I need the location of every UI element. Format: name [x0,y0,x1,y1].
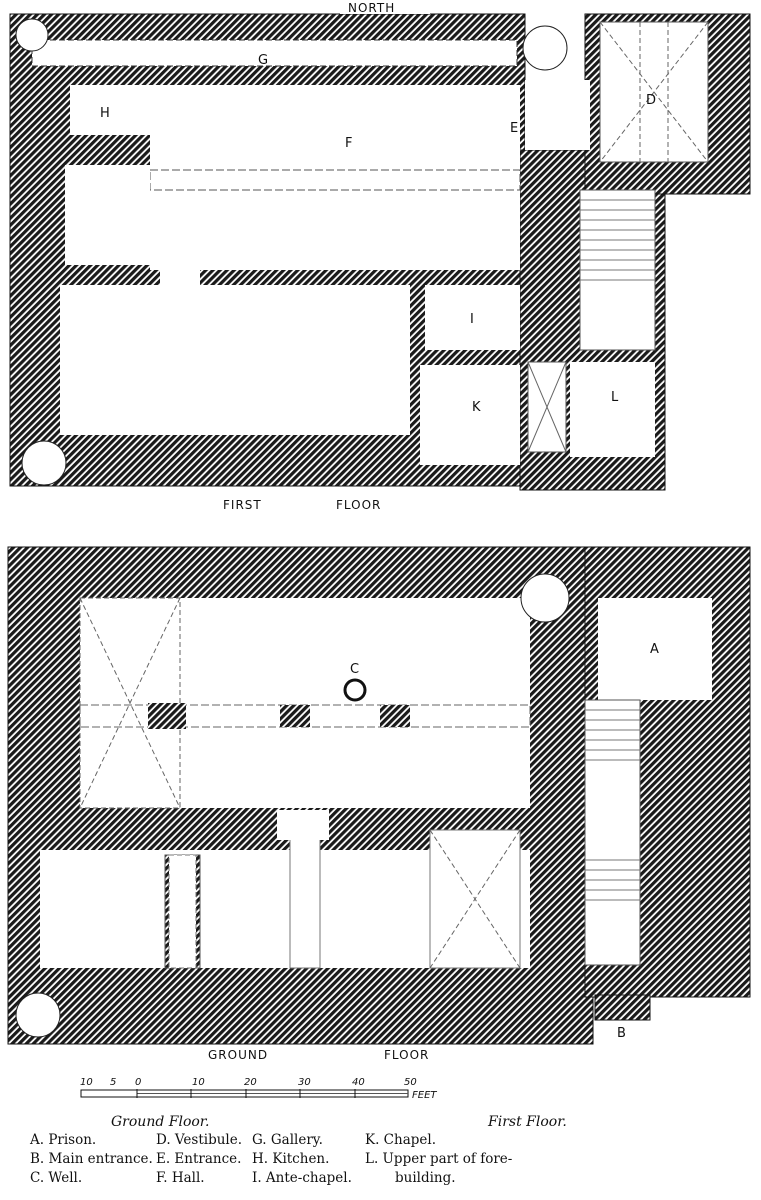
scale-bar: 10 5 0 10 20 30 40 50 FEET [80,1077,437,1101]
ground-caption-left: GROUND [208,1048,268,1062]
room-main [80,598,530,808]
room-ante-chapel [425,285,520,350]
room-kitchen [70,85,150,135]
room-gallery [31,39,518,67]
scale-tick: 10 [192,1077,205,1088]
legend-column-1: A. Prison. B. Main entrance. C. Well. [30,1131,153,1188]
room-lower [60,285,410,435]
ground-floor-plan: A C B GROUND FLOOR [7,546,751,1062]
legend-item: A. Prison. [30,1132,97,1148]
label-b: B [617,1026,626,1041]
first-floor-plan: NORTH G H F E D I K L FIRST FLOOR [9,0,751,512]
scale-unit: FEET [412,1090,437,1101]
scale-tick: 20 [244,1077,257,1088]
scale-tick: 10 [80,1077,93,1088]
legend-item: E. Entrance. [156,1151,242,1167]
label-g: G [258,53,268,68]
first-floor-caption: First Floor. [488,1114,567,1130]
legend-item: I. Ante-chapel. [252,1170,352,1186]
room-prison [598,598,712,700]
well-icon [343,678,367,702]
label-k: K [472,400,481,415]
scale-tick: 40 [352,1077,365,1088]
room-forebuilding [570,362,655,457]
first-caption-right: FLOOR [336,498,381,512]
label-d: D [646,93,656,108]
legend-item: F. Hall. [156,1170,205,1186]
scale-tick: 0 [135,1077,141,1088]
label-l: L [611,390,619,405]
scale-tick: 30 [298,1077,311,1088]
scale-tick: 5 [110,1077,116,1088]
spiral-stair-icon [522,25,568,71]
scale-tick: 50 [404,1077,417,1088]
room-hall [150,85,520,270]
label-h: H [100,106,110,121]
legend-item: building. [395,1170,456,1186]
room-chapel [420,365,520,465]
ground-floor-caption: Ground Floor. [111,1114,210,1130]
label-c: C [350,662,359,677]
legend-item: D. Vestibule. [156,1132,243,1148]
legend-column-2: D. Vestibule. E. Entrance. F. Hall. [156,1131,242,1188]
legend-column-3: G. Gallery. H. Kitchen. I. Ante-chapel. [252,1131,352,1188]
label-a: A [650,642,659,657]
legend-item: K. Chapel. [365,1132,436,1148]
legend-item: G. Gallery. [252,1132,323,1148]
legend-column-4: K. Chapel. L. Upper part of fore- buildi… [365,1131,512,1188]
room-entrance [525,80,590,150]
spiral-stair-icon [21,440,67,486]
legend-item: C. Well. [30,1170,83,1186]
compass-north: NORTH [348,1,395,15]
legend-item: L. Upper part of fore- [365,1151,513,1167]
spiral-stair-icon [520,573,570,623]
label-i: I [470,312,474,327]
legend-item: H. Kitchen. [252,1151,330,1167]
legend-item: B. Main entrance. [30,1151,153,1167]
spiral-stair-icon [15,992,61,1038]
label-e: E [510,121,518,136]
ground-caption-right: FLOOR [384,1048,429,1062]
label-f: F [345,136,352,151]
first-caption-left: FIRST [223,498,262,512]
